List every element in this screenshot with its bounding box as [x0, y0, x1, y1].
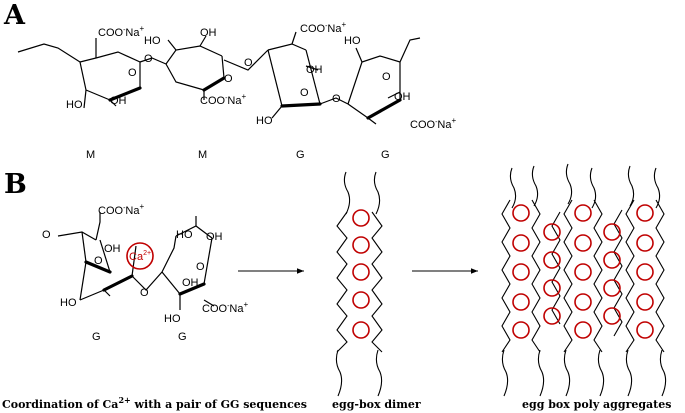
svg-text:O: O	[244, 57, 253, 69]
ion-agg-2	[512, 234, 530, 252]
svg-text:OH: OH	[104, 243, 121, 255]
egg-box-aggregates	[501, 163, 667, 397]
svg-text:O: O	[224, 73, 233, 85]
ion-agg-19	[636, 204, 654, 222]
egg-box-dimer	[335, 171, 383, 397]
svg-text:HO: HO	[164, 313, 181, 325]
svg-text:M: M	[86, 149, 95, 161]
caption-aggregates: egg box poly aggregates	[522, 398, 671, 411]
svg-text:Ca2+: Ca2+	[129, 250, 151, 263]
svg-text:COO-Na+: COO-Na+	[300, 20, 346, 35]
ion-agg-18	[603, 307, 621, 325]
svg-text:G: G	[381, 149, 390, 161]
ion-agg-5	[512, 321, 530, 339]
svg-text:O: O	[144, 53, 153, 65]
svg-text:HO: HO	[256, 115, 273, 127]
svg-text:O: O	[332, 93, 341, 105]
svg-text:G: G	[296, 149, 305, 161]
svg-text:OH: OH	[306, 64, 323, 76]
ion-agg-17	[603, 279, 621, 297]
svg-text:OH: OH	[206, 231, 223, 243]
ion-agg-9	[543, 307, 561, 325]
svg-text:OH: OH	[394, 91, 411, 103]
ion-dimer-5	[352, 321, 370, 339]
ion-agg-11	[574, 234, 592, 252]
ion-agg-15	[603, 223, 621, 241]
svg-text:OH: OH	[110, 95, 127, 107]
svg-text:HO: HO	[66, 99, 83, 111]
svg-text:COO-Na+: COO-Na+	[410, 116, 456, 131]
ion-agg-16	[603, 251, 621, 269]
svg-text:O: O	[300, 87, 309, 99]
ion-agg-6	[543, 223, 561, 241]
ion-agg-20	[636, 234, 654, 252]
ion-dimer-4	[352, 291, 370, 309]
ion-dimer-3	[352, 263, 370, 281]
caption-dimer: egg-box dimer	[332, 398, 421, 411]
ion-agg-3	[512, 263, 530, 281]
ion-agg-1	[512, 204, 530, 222]
svg-text:OH: OH	[182, 277, 199, 289]
alginate-chain-structure	[17, 31, 421, 125]
svg-text:O: O	[128, 67, 137, 79]
svg-text:O: O	[140, 287, 149, 299]
panel-b-label: B	[4, 169, 27, 200]
chain-a-labels: COO-Na+ COO-Na+ COO-Na+ COO-Na+ HO OH HO…	[66, 20, 456, 161]
ion-agg-23	[636, 321, 654, 339]
svg-text:O: O	[196, 261, 205, 273]
svg-text:HO: HO	[144, 35, 161, 47]
ion-dimer-2	[352, 236, 370, 254]
svg-text:HO: HO	[344, 35, 361, 47]
ca-ion-ring	[126, 242, 154, 270]
panel-a-label: A	[3, 0, 26, 31]
ion-agg-21	[636, 263, 654, 281]
svg-text:G: G	[92, 331, 101, 343]
ion-agg-8	[543, 279, 561, 297]
svg-text:O: O	[382, 71, 391, 83]
svg-text:COO-Na+: COO-Na+	[200, 92, 246, 107]
ion-dimer-1	[352, 209, 370, 227]
svg-text:HO: HO	[60, 297, 77, 309]
svg-text:G: G	[178, 331, 187, 343]
caption-coordination: Coordination of Ca2+ with a pair of GG s…	[2, 395, 307, 411]
svg-text:HO: HO	[176, 229, 193, 241]
svg-text:COO-Na+: COO-Na+	[98, 24, 144, 39]
gg-pair-structure	[57, 212, 215, 310]
calcium-ion: Ca2+	[126, 242, 154, 270]
svg-text:COO-Na+: COO-Na+	[98, 202, 144, 217]
ion-agg-12	[574, 263, 592, 281]
svg-text:COO-Na+: COO-Na+	[202, 300, 248, 315]
ion-agg-22	[636, 293, 654, 311]
svg-text:O: O	[42, 229, 51, 241]
ion-agg-13	[574, 293, 592, 311]
ion-agg-14	[574, 321, 592, 339]
ion-agg-7	[543, 251, 561, 269]
svg-text:M: M	[198, 149, 207, 161]
ion-agg-4	[512, 293, 530, 311]
svg-text:OH: OH	[200, 27, 217, 39]
svg-text:O: O	[94, 255, 103, 267]
ion-agg-10	[574, 204, 592, 222]
gg-pair-labels: COO-Na+ COO-Na+ OH HO HO OH OH HO O O O …	[42, 202, 248, 343]
